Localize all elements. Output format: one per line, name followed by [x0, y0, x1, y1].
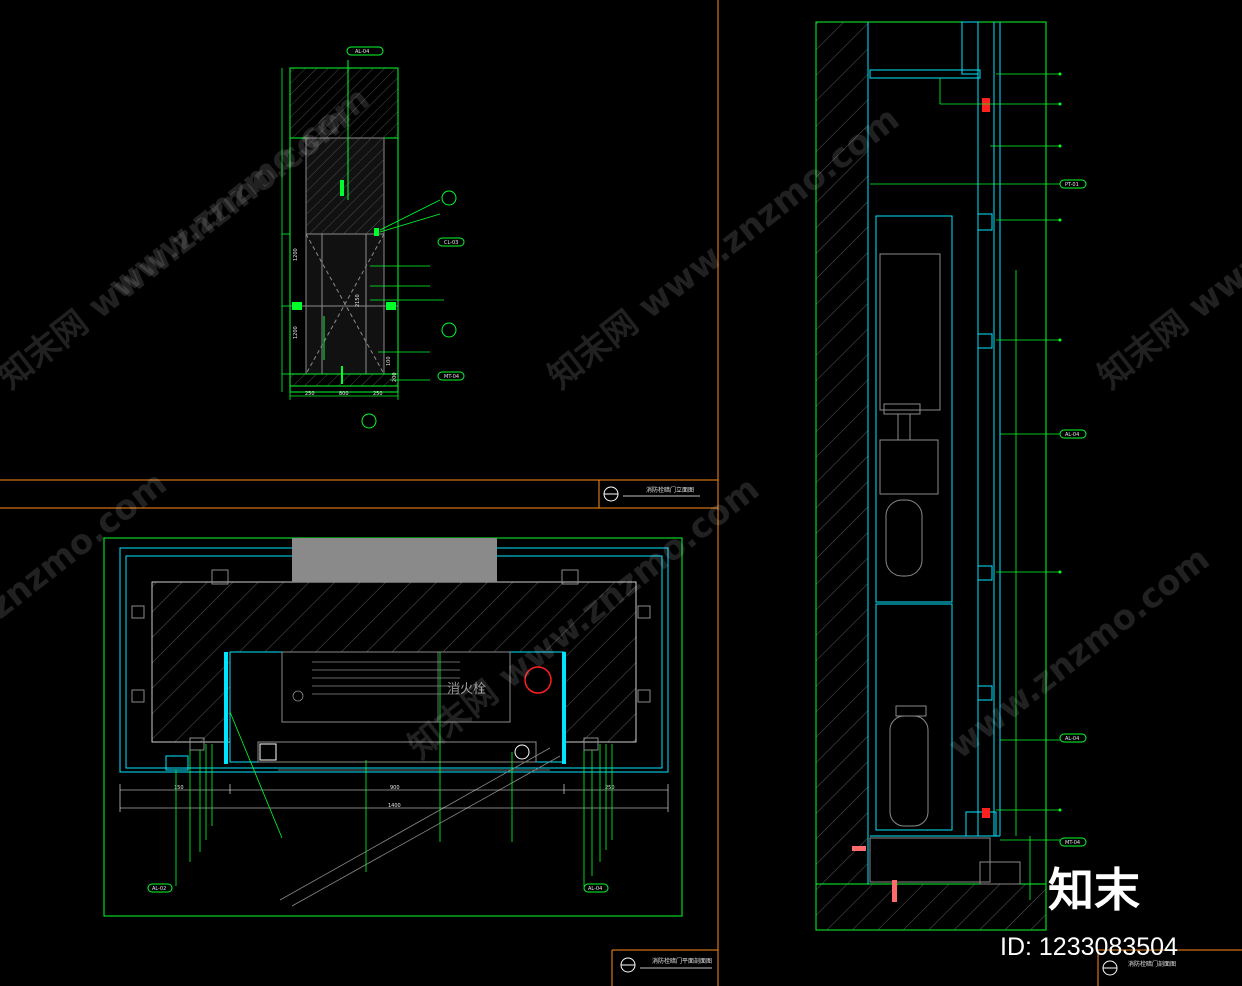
title-3-text: 消防栓暗门剖面图 — [1128, 960, 1176, 968]
title-block-3: 消防栓暗门剖面图 — [1102, 960, 1176, 976]
plan-dim-900: 900 — [390, 785, 400, 791]
plan-dim-150: 150 — [174, 785, 184, 791]
elev-tag-cl03: CL-03 — [444, 240, 458, 246]
elev-dim-h2: 800 — [339, 391, 349, 397]
title-block-2: 消防栓暗门平面剖面图 — [620, 957, 712, 973]
elev-dim-v4: 100 — [386, 356, 392, 366]
brand-logo: 知末 ID: 1233083504 — [1000, 863, 1178, 961]
title-block-1: 消防栓暗门立面图 — [603, 486, 700, 502]
title-1-text: 消防栓暗门立面图 — [646, 486, 694, 494]
elev-tag-mt04: MT-04 — [444, 374, 459, 380]
watermark-5: znzmo.com — [0, 464, 175, 628]
red-marker-circle — [524, 666, 552, 694]
elev-dim-h1: 250 — [305, 391, 315, 397]
elev-dim-v3: 2150 — [355, 294, 361, 307]
plan-section-drawing: 消火栓 150 900 250 — [103, 537, 683, 917]
sect-tag-mt04: MT-04 — [1065, 840, 1080, 846]
brand-logo-text: 知末 — [1048, 863, 1140, 917]
elev-dim-v1: 1200 — [293, 248, 299, 261]
plan-dim-1400: 1400 — [388, 803, 401, 809]
watermark-7: www.znzmo.com — [941, 539, 1217, 767]
elev-tag-al04: AL-04 — [355, 49, 369, 55]
hydrant-label: 消火栓 — [447, 682, 486, 697]
section-drawing: PT-01 AL-04 AL-04 MT-04 — [815, 21, 1087, 931]
sect-tag-al04-a: AL-04 — [1065, 432, 1079, 438]
plan-dim-250: 250 — [605, 785, 615, 791]
plan-tag-al02: AL-02 — [152, 886, 166, 892]
elev-dim-v2: 1200 — [293, 326, 299, 339]
title-2-text: 消防栓暗门平面剖面图 — [652, 957, 712, 965]
watermark-2: 知末网 www.znzmo.com — [0, 99, 357, 397]
sect-tag-al04-b: AL-04 — [1065, 736, 1079, 742]
brand-id-text: ID: 1233083504 — [1000, 933, 1178, 961]
plan-tag-al04: AL-04 — [588, 886, 602, 892]
elev-dim-h3: 250 — [373, 391, 383, 397]
sect-tag-pt01: PT-01 — [1065, 182, 1079, 188]
watermark-4: 知末网 www.znzmo.com — [1091, 99, 1242, 397]
elev-dim-v5: 200 — [392, 372, 398, 382]
elevation-drawing: AL-04 CL-03 MT-04 1200 1200 2150 100 200… — [281, 46, 465, 429]
